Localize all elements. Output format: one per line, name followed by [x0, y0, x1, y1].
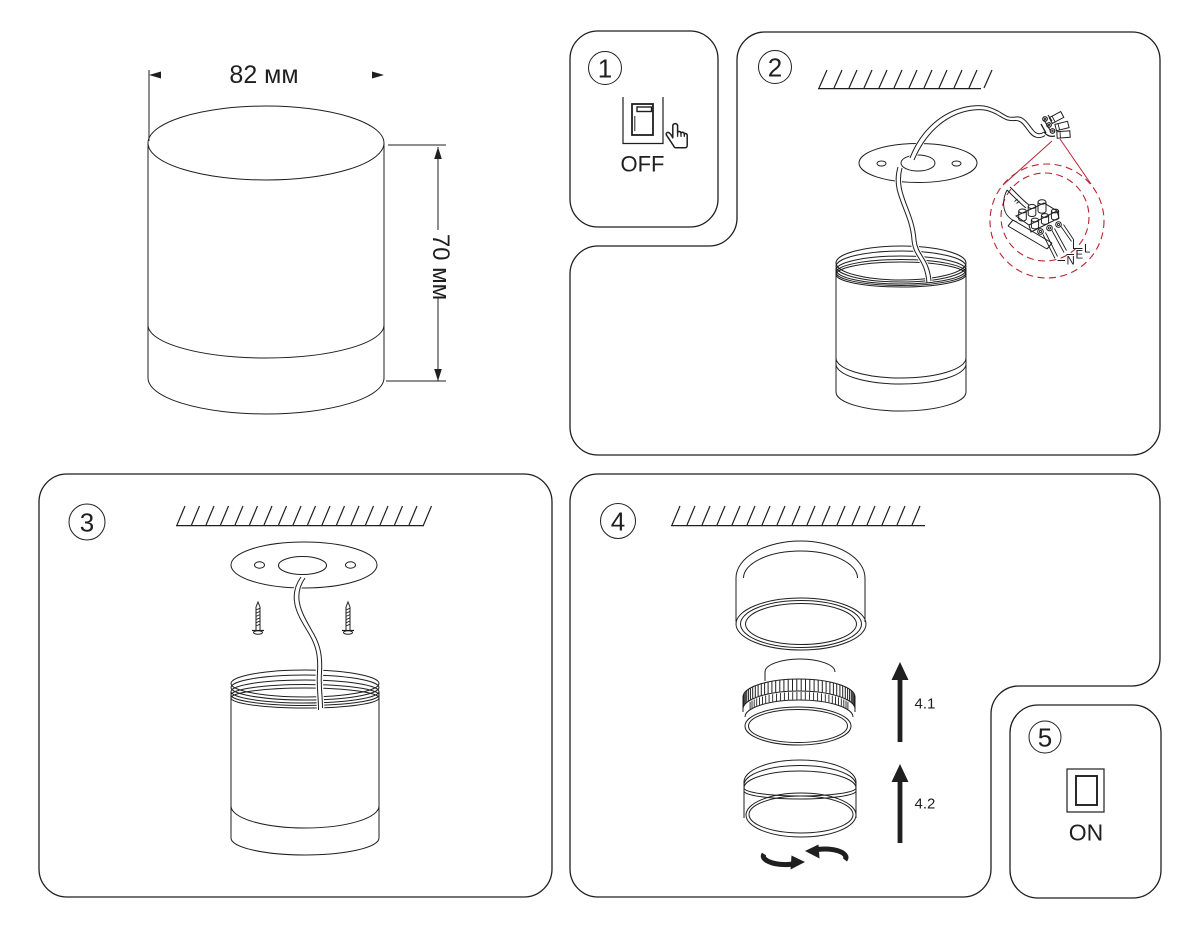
svg-text:OFF: OFF — [621, 152, 665, 177]
svg-text:5: 5 — [1038, 723, 1052, 753]
svg-text:4.2: 4.2 — [915, 796, 936, 813]
svg-text:1: 1 — [598, 54, 612, 84]
svg-text:L: L — [1084, 244, 1091, 256]
svg-text:E: E — [1076, 250, 1084, 262]
svg-text:ON: ON — [1069, 820, 1104, 846]
svg-text:4.1: 4.1 — [915, 696, 936, 713]
svg-text:2: 2 — [768, 53, 782, 83]
svg-text:4: 4 — [611, 507, 625, 537]
svg-text:N: N — [1067, 256, 1075, 268]
svg-text:70 мм: 70 мм — [427, 234, 454, 300]
svg-text:3: 3 — [80, 508, 94, 538]
svg-text:82 мм: 82 мм — [229, 61, 298, 89]
